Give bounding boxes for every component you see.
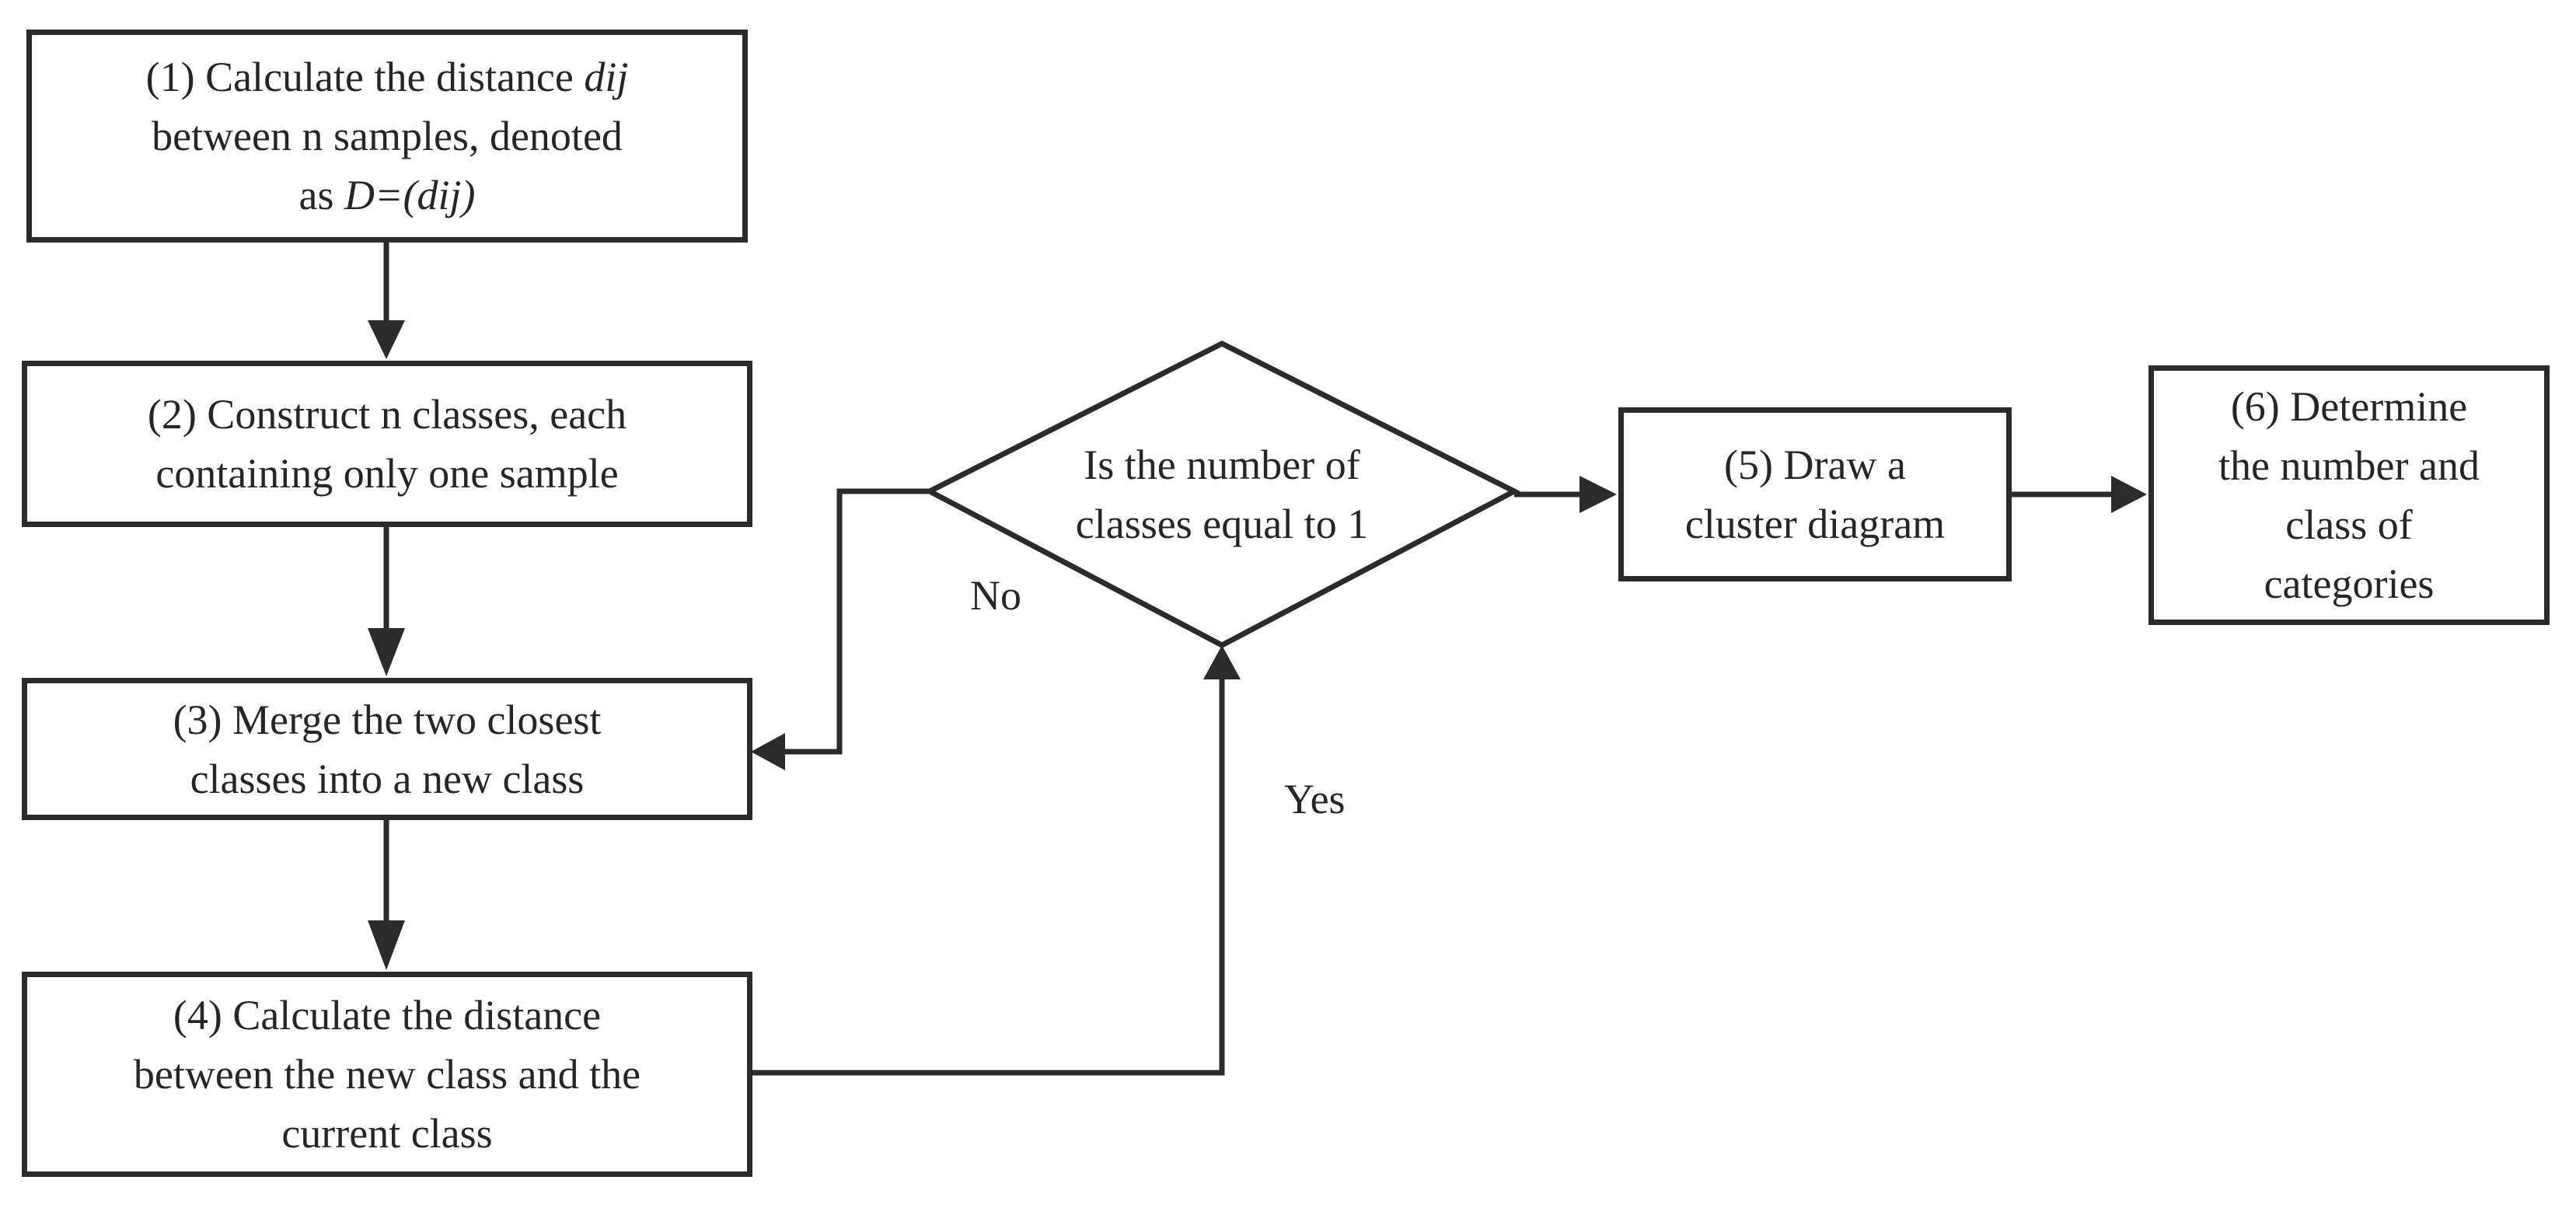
step1-var-matrix: D=(dij) — [344, 172, 476, 218]
step5-line1: (5) Draw a — [1724, 442, 1906, 488]
step6-line3: class of — [2285, 501, 2413, 548]
decision-line1: Is the number of — [1084, 442, 1360, 488]
step1-var-dij: dij — [584, 54, 629, 100]
decision-text: Is the number of classes equal to 1 — [989, 435, 1455, 553]
step4-line2: between the new class and the — [133, 1051, 641, 1098]
arrowhead-step4 — [368, 920, 405, 970]
step3-line2: classes into a new class — [190, 755, 585, 802]
arrowhead-step5 — [1579, 476, 1617, 513]
step3-line1: (3) Merge the two closest — [173, 696, 602, 743]
step2-box: (2) Construct n classes, each containing… — [22, 361, 752, 527]
step3-box: (3) Merge the two closest classes into a… — [22, 678, 752, 820]
step5-box: (5) Draw a cluster diagram — [1618, 407, 2012, 581]
step4-box: (4) Calculate the distance between the n… — [22, 972, 752, 1177]
edge-label-no: No — [970, 572, 1021, 619]
step2-line1: (2) Construct n classes, each — [147, 391, 627, 438]
step1-line1-text: (1) Calculate the distance — [145, 54, 585, 100]
decision-line2: classes equal to 1 — [1075, 501, 1369, 547]
arrowhead-step6 — [2111, 476, 2147, 513]
step6-line2: the number and — [2218, 442, 2480, 489]
step1-line2: between n samples, denoted — [152, 113, 623, 159]
step6-line1: (6) Determine — [2230, 383, 2468, 430]
arrowhead-decision-bottom — [1203, 645, 1241, 679]
step4-line3: current class — [281, 1110, 493, 1157]
step6-box: (6) Determine the number and class of ca… — [2148, 365, 2550, 625]
arrow-decision-to-step3 — [785, 488, 930, 755]
step1-box: (1) Calculate the distance dij between n… — [26, 30, 748, 243]
step4-line1: (4) Calculate the distance — [173, 992, 602, 1039]
arrowhead-step3 — [368, 628, 405, 676]
edge-label-yes: Yes — [1284, 776, 1346, 822]
step5-line2: cluster diagram — [1684, 501, 1946, 547]
step1-line3-text: as — [298, 172, 345, 218]
arrow-step4-to-decision — [751, 679, 1225, 1076]
step6-line4: categories — [2264, 560, 2435, 607]
arrowhead-step2 — [368, 320, 405, 359]
step2-line2: containing only one sample — [155, 450, 619, 497]
arrowhead-step3-right — [751, 733, 785, 770]
